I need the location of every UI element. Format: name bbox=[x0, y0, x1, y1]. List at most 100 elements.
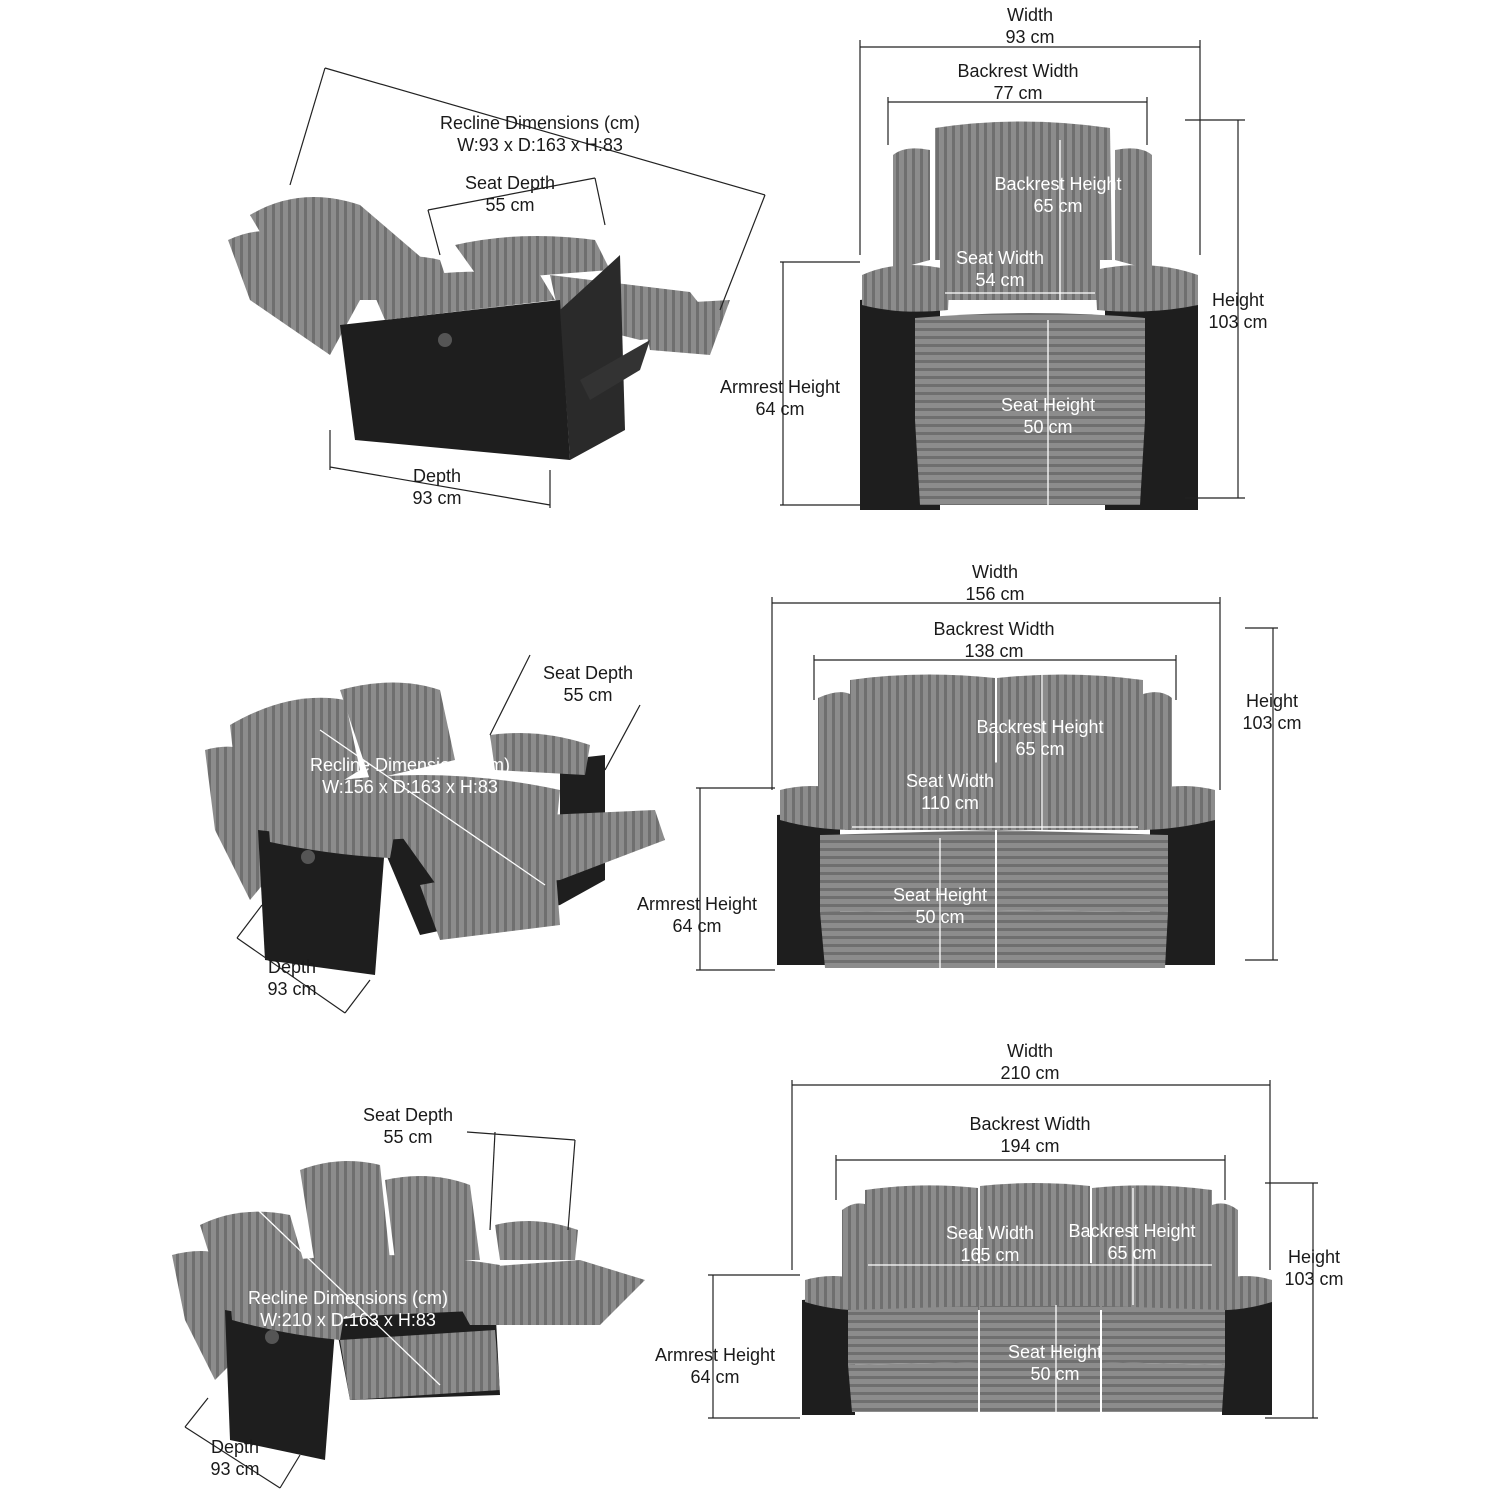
recliner-3-angled-illustration bbox=[172, 1161, 645, 1460]
backrest-height-value: 65 cm bbox=[1015, 739, 1065, 759]
recliner-2-seat-depth-label: Seat Depth 55 cm bbox=[518, 662, 658, 706]
recliner-2-height-label: Height 103 cm bbox=[1222, 690, 1322, 734]
recline-value: W:93 x D:163 x H:83 bbox=[457, 135, 623, 155]
backrest-height-title: Backrest Height bbox=[994, 174, 1122, 194]
recliner-3-armrest-height-label: Armrest Height 64 cm bbox=[635, 1344, 795, 1388]
recliner-1-front-internal-lines bbox=[945, 140, 1095, 510]
recliner-3-width-label: Width 210 cm bbox=[980, 1040, 1080, 1084]
backrest-width-value: 77 cm bbox=[993, 83, 1043, 103]
recliner-3-seat-depth-label: Seat Depth 55 cm bbox=[338, 1104, 478, 1148]
recliner-3-recline-dimensions-label: Recline Dimensions (cm) W:210 x D:163 x … bbox=[218, 1287, 478, 1331]
recliner-3-front-dimension-lines bbox=[708, 1080, 1318, 1419]
seat-width-value: 110 cm bbox=[921, 793, 979, 813]
recliner-1-width-label: Width 93 cm bbox=[980, 4, 1080, 48]
recliner-1-height-label: Height 103 cm bbox=[1188, 289, 1288, 333]
armrest-height-title: Armrest Height bbox=[719, 377, 841, 397]
width-title: Width bbox=[1006, 1041, 1053, 1061]
armrest-height-title: Armrest Height bbox=[636, 894, 758, 914]
recliner-3-backrest-width-label: Backrest Width 194 cm bbox=[950, 1113, 1110, 1157]
recliner-3-front-illustration bbox=[802, 1183, 1272, 1415]
recliner-1-armrest-height-label: Armrest Height 64 cm bbox=[705, 376, 855, 420]
recliner-1-seat-width-label: Seat Width 54 cm bbox=[940, 247, 1060, 291]
height-title: Height bbox=[1211, 290, 1265, 310]
backrest-width-title: Backrest Width bbox=[969, 1114, 1091, 1134]
recliner-2-front-internal-lines bbox=[852, 668, 1138, 970]
seat-depth-value: 55 cm bbox=[383, 1127, 433, 1147]
recline-title: Recline Dimensions (cm) bbox=[309, 755, 511, 775]
recline-title: Recline Dimensions (cm) bbox=[439, 113, 641, 133]
backrest-width-title: Backrest Width bbox=[933, 619, 1055, 639]
seat-depth-value: 55 cm bbox=[485, 195, 535, 215]
recliner-3-angled-internal-lines bbox=[257, 1209, 441, 1386]
depth-value: 93 cm bbox=[412, 488, 462, 508]
width-value: 156 cm bbox=[965, 584, 1025, 604]
seat-height-value: 50 cm bbox=[1030, 1364, 1080, 1384]
depth-value: 93 cm bbox=[210, 1459, 260, 1479]
recliner-1-backrest-height-label: Backrest Height 65 cm bbox=[978, 173, 1138, 217]
recliner-2-armrest-height-label: Armrest Height 64 cm bbox=[622, 893, 772, 937]
recliner-1-recline-dimensions-label: Recline Dimensions (cm) W:93 x D:163 x H… bbox=[410, 112, 670, 156]
seat-height-value: 50 cm bbox=[915, 907, 965, 927]
recliner-2-depth-label: Depth 93 cm bbox=[242, 956, 342, 1000]
height-title: Height bbox=[1245, 691, 1299, 711]
height-title: Height bbox=[1287, 1247, 1341, 1267]
seat-height-title: Seat Height bbox=[1000, 395, 1096, 415]
recliner-2-angled-dimension-lines bbox=[236, 654, 641, 1014]
recliner-2-recline-dimensions-label: Recline Dimensions (cm) W:156 x D:163 x … bbox=[280, 754, 540, 798]
seat-depth-title: Seat Depth bbox=[464, 173, 556, 193]
backrest-height-title: Backrest Height bbox=[976, 717, 1104, 737]
recliner-2-backrest-height-label: Backrest Height 65 cm bbox=[960, 716, 1120, 760]
height-value: 103 cm bbox=[1242, 713, 1302, 733]
backrest-width-value: 194 cm bbox=[1000, 1136, 1060, 1156]
seat-width-value: 165 cm bbox=[960, 1245, 1020, 1265]
seat-depth-title: Seat Depth bbox=[362, 1105, 454, 1125]
recliner-1-backrest-width-label: Backrest Width 77 cm bbox=[938, 60, 1098, 104]
recline-value: W:156 x D:163 x H:83 bbox=[322, 777, 498, 797]
backrest-height-value: 65 cm bbox=[1107, 1243, 1157, 1263]
recline-title: Recline Dimensions (cm) bbox=[247, 1288, 449, 1308]
seat-width-title: Seat Width bbox=[905, 771, 995, 791]
recliner-3-seat-width-label: Seat Width 165 cm bbox=[930, 1222, 1050, 1266]
recliner-1-seat-depth-label: Seat Depth 55 cm bbox=[440, 172, 580, 216]
recliner-1-angled-dimension-lines bbox=[289, 67, 766, 508]
width-title: Width bbox=[971, 562, 1018, 582]
recliner-2-backrest-width-label: Backrest Width 138 cm bbox=[914, 618, 1074, 662]
backrest-width-title: Backrest Width bbox=[957, 61, 1079, 81]
height-value: 103 cm bbox=[1208, 312, 1268, 332]
seat-height-title: Seat Height bbox=[892, 885, 988, 905]
armrest-height-value: 64 cm bbox=[755, 399, 805, 419]
armrest-height-value: 64 cm bbox=[672, 916, 722, 936]
backrest-height-title: Backrest Height bbox=[1068, 1221, 1196, 1241]
recliner-2-width-label: Width 156 cm bbox=[945, 561, 1045, 605]
seat-height-value: 50 cm bbox=[1023, 417, 1073, 437]
height-value: 103 cm bbox=[1284, 1269, 1344, 1289]
seat-width-title: Seat Width bbox=[945, 1223, 1035, 1243]
depth-title: Depth bbox=[412, 466, 462, 486]
seat-height-title: Seat Height bbox=[1007, 1342, 1103, 1362]
recliner-3-depth-label: Depth 93 cm bbox=[185, 1436, 285, 1480]
depth-title: Depth bbox=[267, 957, 317, 977]
recliner-2-front-illustration bbox=[777, 674, 1215, 968]
recline-value: W:210 x D:163 x H:83 bbox=[260, 1310, 436, 1330]
recliner-1-angled-illustration bbox=[228, 197, 730, 460]
width-value: 93 cm bbox=[1005, 27, 1055, 47]
depth-title: Depth bbox=[210, 1437, 260, 1457]
width-value: 210 cm bbox=[1000, 1063, 1060, 1083]
armrest-height-title: Armrest Height bbox=[654, 1345, 776, 1365]
recliner-2-front-dimension-lines bbox=[696, 597, 1278, 971]
recliner-2-angled-internal-lines bbox=[319, 729, 546, 886]
backrest-width-value: 138 cm bbox=[964, 641, 1024, 661]
recliner-1-depth-label: Depth 93 cm bbox=[387, 465, 487, 509]
seat-width-value: 54 cm bbox=[975, 270, 1025, 290]
recliner-3-height-label: Height 103 cm bbox=[1264, 1246, 1364, 1290]
recliner-3-backrest-height-label: Backrest Height 65 cm bbox=[1052, 1220, 1212, 1264]
seat-depth-value: 55 cm bbox=[563, 685, 613, 705]
backrest-height-value: 65 cm bbox=[1033, 196, 1083, 216]
width-title: Width bbox=[1006, 5, 1053, 25]
recliner-3-front-internal-lines bbox=[868, 1188, 1212, 1418]
recliner-2-angled-illustration bbox=[205, 682, 665, 975]
seat-width-title: Seat Width bbox=[955, 248, 1045, 268]
recliner-2-seat-width-label: Seat Width 110 cm bbox=[890, 770, 1010, 814]
recliner-1-front-dimension-lines bbox=[780, 40, 1245, 506]
